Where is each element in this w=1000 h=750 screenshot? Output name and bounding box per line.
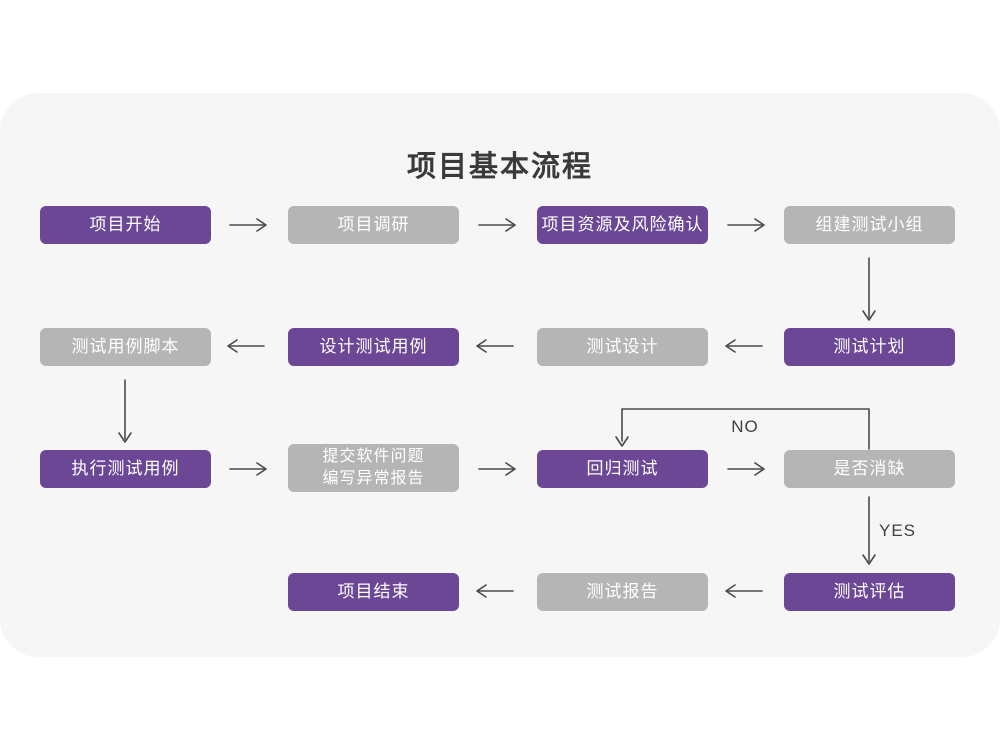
node-build-test-team: 组建测试小组 bbox=[784, 206, 955, 244]
yes-branch-label: YES bbox=[879, 521, 917, 540]
node-submit-issues: 提交软件问题 编写异常报告 bbox=[288, 444, 459, 492]
no-branch-label: NO bbox=[731, 417, 759, 436]
page-title: 项目基本流程 bbox=[406, 151, 593, 183]
node-execute-test-cases: 执行测试用例 bbox=[40, 450, 211, 488]
node-test-design: 测试设计 bbox=[537, 328, 708, 366]
flowchart-card bbox=[0, 93, 1000, 657]
node-regression-test: 回归测试 bbox=[537, 450, 708, 488]
node-test-case-scripts: 测试用例脚本 bbox=[40, 328, 211, 366]
node-design-test-cases: 设计测试用例 bbox=[288, 328, 459, 366]
node-test-plan: 测试计划 bbox=[784, 328, 955, 366]
node-defects-cleared: 是否消缺 bbox=[784, 450, 955, 488]
node-test-evaluation: 测试评估 bbox=[784, 573, 955, 611]
node-resources-risk-confirm: 项目资源及风险确认 bbox=[537, 206, 708, 244]
node-test-report: 测试报告 bbox=[537, 573, 708, 611]
node-project-research: 项目调研 bbox=[288, 206, 459, 244]
node-project-end: 项目结束 bbox=[288, 573, 459, 611]
node-project-start: 项目开始 bbox=[40, 206, 211, 244]
